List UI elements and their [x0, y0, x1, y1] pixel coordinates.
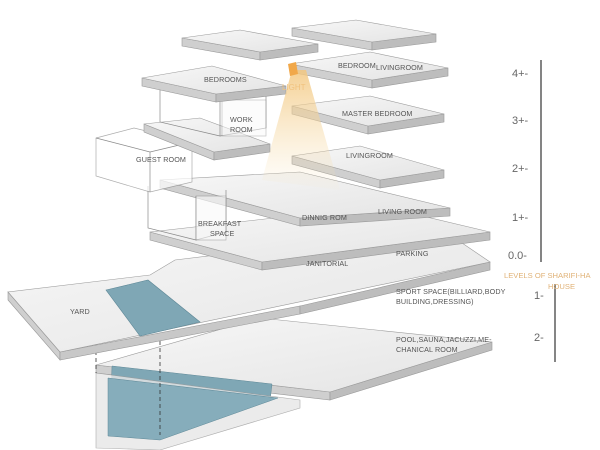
label-livingroom-2: LIVINGROOM: [346, 151, 393, 160]
label-livingroom-top: LIVINGROOM: [376, 63, 423, 72]
slab-2-left-top: [143, 117, 271, 153]
slab-2-top: [291, 145, 445, 181]
slab-4-right-top: [289, 51, 449, 81]
roof-right-top: [291, 19, 437, 43]
slab-3-top: [291, 95, 445, 127]
slab-minus1-right: [299, 261, 491, 315]
label-light: LIGHT: [282, 83, 306, 92]
levels-title-line-2: HOUSE: [548, 282, 575, 291]
upper-pool-water: [105, 279, 201, 337]
level-minus-1: 1-: [534, 290, 544, 302]
label-living-room: LIVING ROOM: [378, 207, 427, 216]
label-yard: YARD: [70, 307, 90, 316]
lower-pool-water-2: [107, 377, 279, 441]
label-sport-1: SPORT SPACE(BILLIARD,BODY: [396, 287, 506, 296]
label-work-room-2: ROOM: [230, 125, 253, 134]
slab-level-1: [159, 171, 451, 227]
guest-room-box: [95, 127, 193, 193]
label-parking: PARKING: [396, 249, 429, 258]
light-beam: [262, 70, 340, 190]
slab-4-left-top: [141, 65, 287, 95]
label-janitorial: JANITORIAL: [306, 259, 348, 268]
slab-level-0: [149, 205, 491, 271]
slab-level-minus-1: [7, 227, 491, 361]
breakfast-box: [147, 186, 227, 241]
level-scale: 4+- 3+- 2+- 1+- 0.0- LEVELS OF SHARIFI-H…: [504, 60, 591, 362]
level-1: 1+-: [512, 212, 529, 224]
label-dinnig-rom: DINNIG ROM: [302, 213, 347, 222]
level-2: 2+-: [512, 163, 529, 175]
label-pool-1: POOL,SAUNA,JACUZZI,ME-: [396, 335, 492, 344]
label-work-room-1: WORK: [230, 115, 253, 124]
label-sport-2: BUILDING,DRESSING): [396, 297, 474, 306]
level-0: 0.0-: [508, 250, 527, 262]
level-4: 4+-: [512, 68, 529, 80]
level-minus-2: 2-: [534, 332, 544, 344]
slab-1-top: [159, 171, 451, 219]
label-guest-room: GUEST ROOM: [136, 155, 186, 164]
work-room-box: [159, 80, 267, 137]
slab-level-4: [141, 19, 449, 103]
level-3: 3+-: [512, 115, 529, 127]
label-pool-2: CHANICAL ROOM: [396, 345, 458, 354]
label-breakfast-1: BREAKFAST: [198, 219, 242, 228]
label-master-bedroom: MASTER BEDROOM: [342, 109, 413, 118]
roof-left-top: [181, 29, 319, 53]
label-bedrooms: BEDROOMS: [204, 75, 247, 84]
label-bedroom: BEDROOM: [338, 61, 376, 70]
levels-title-line-1: LEVELS OF SHARIFI-HA: [504, 271, 591, 280]
label-breakfast-2: SPACE: [210, 229, 234, 238]
slab-level-minus-2: [95, 317, 493, 450]
light-source-icon: [288, 62, 298, 76]
